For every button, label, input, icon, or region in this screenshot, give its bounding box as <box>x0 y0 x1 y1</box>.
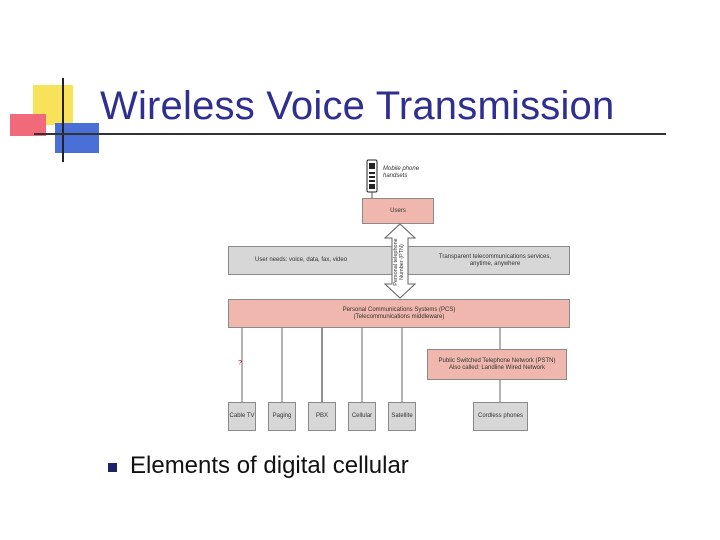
user-needs-label: User needs: voice, data, fax, video <box>255 257 348 263</box>
pstn-line1: Public Switched Telephone Network (PSTN) <box>438 357 556 364</box>
endpoint-cordless-phones: Cordless phones <box>473 402 528 431</box>
pstn-line2: Also called: Landline Wired Network <box>448 364 546 371</box>
bullet-text: Elements of digital cellular <box>130 452 409 479</box>
title-decoration-line <box>62 78 64 162</box>
slide-title: Wireless Voice Transmission <box>100 84 615 128</box>
endpoint-cable-tv: Cable TV <box>228 402 256 431</box>
endpoint-satellite: Satellite <box>388 402 416 431</box>
title-underline <box>34 133 666 135</box>
question-mark: ? <box>238 360 242 367</box>
mobile-phone-icon <box>366 159 378 193</box>
endpoint-cellular: Cellular <box>348 402 376 431</box>
transparent-services-label: Transparent telecommunications services,… <box>438 254 552 267</box>
pcs-box: Personal Communications Systems (PCS) (T… <box>228 299 570 328</box>
pcs-line2: (Telecommunications middleware) <box>353 313 445 320</box>
endpoint-pbx: PBX <box>308 402 336 431</box>
users-box: Users <box>362 198 434 224</box>
bullet-marker <box>108 463 117 472</box>
pcs-line1: Personal Communications Systems (PCS) <box>342 306 456 313</box>
pstn-box: Public Switched Telephone Network (PSTN)… <box>427 349 567 380</box>
title-decoration-pink <box>10 114 46 136</box>
personal-number-label: Personal telephone Number (PTN) <box>393 238 405 286</box>
endpoint-paging: Paging <box>268 402 296 431</box>
handset-label: Mobile phone handsets <box>383 166 420 179</box>
